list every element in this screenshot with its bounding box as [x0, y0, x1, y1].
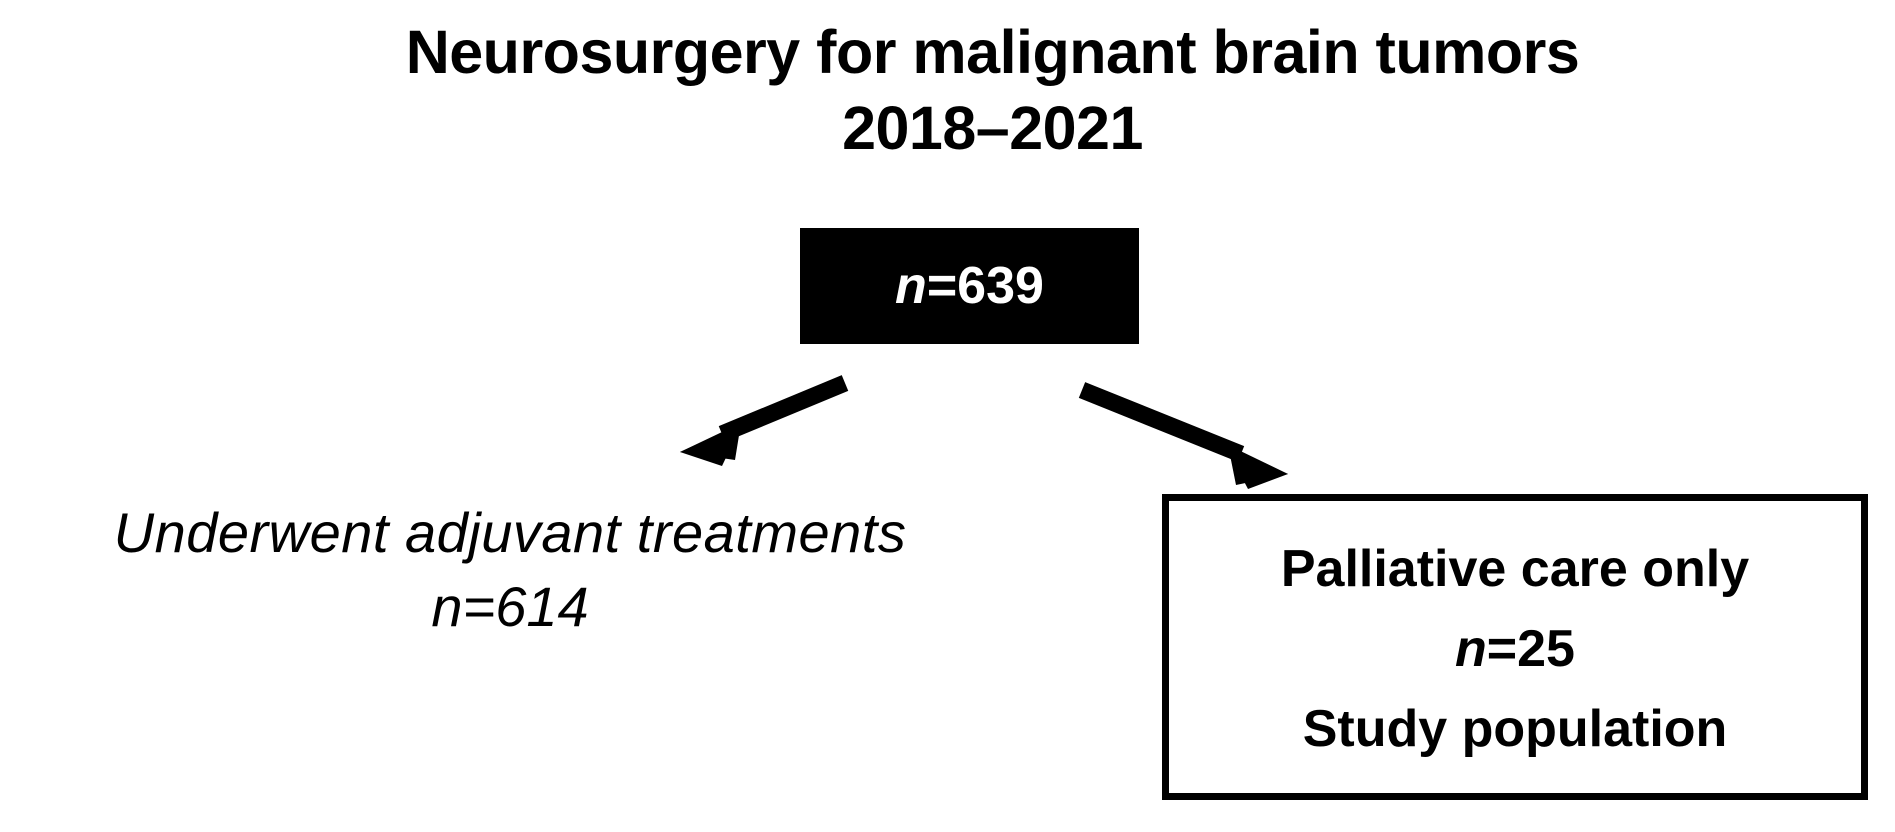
node-adjuvant-treatments-title: Underwent adjuvant treatments [113, 501, 907, 564]
node-palliative-care-title: Palliative care only [1280, 540, 1750, 598]
node-palliative-care-n-value: =25 [1486, 620, 1575, 678]
arrow-down-right-icon [1078, 382, 1288, 489]
node-adjuvant-treatments-n-value: =614 [462, 575, 589, 638]
figure-title-line-1: Neurosurgery for malignant brain tumors [405, 18, 1580, 86]
node-total-cohort-n-symbol: n [895, 257, 927, 315]
node-palliative-care-n-symbol: n [1455, 620, 1487, 678]
node-total-cohort-n-value: =639 [926, 257, 1044, 315]
node-adjuvant-treatments-count: n=614 [20, 570, 1000, 644]
node-adjuvant-treatments: Underwent adjuvant treatments n=614 [20, 496, 1000, 644]
arrow-down-left-icon [680, 375, 849, 466]
node-palliative-care-subtitle: Study population [1302, 700, 1728, 758]
figure-title-line-2: 2018–2021 [842, 94, 1143, 162]
node-adjuvant-treatments-n-symbol: n [431, 575, 463, 638]
node-total-cohort: n=639 [800, 228, 1139, 344]
node-total-cohort-label: n=639 [895, 260, 1044, 312]
node-palliative-care: Palliative care only n=25 Study populati… [1162, 494, 1868, 800]
figure-title: Neurosurgery for malignant brain tumors … [0, 14, 1895, 166]
node-palliative-care-count: n=25 [1455, 609, 1575, 689]
